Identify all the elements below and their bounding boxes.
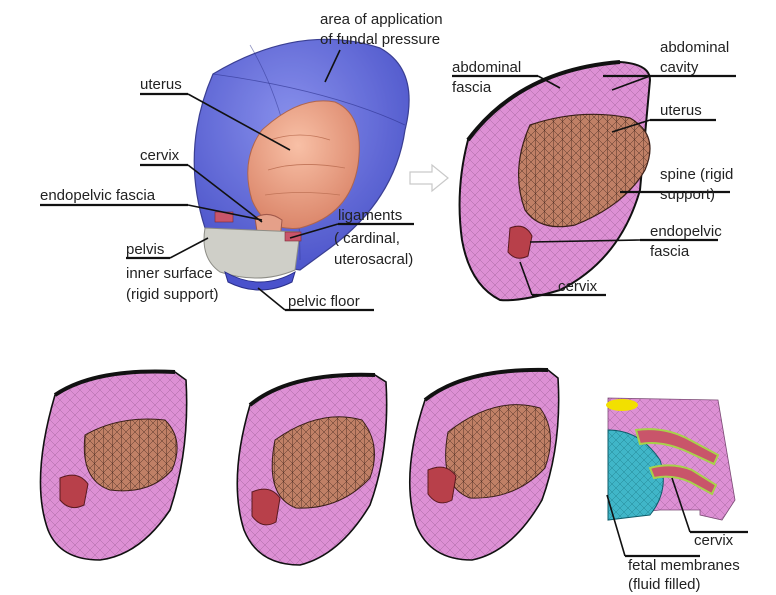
- label-fetal-membranes-1: fetal membranes: [628, 557, 740, 574]
- meshed-model: [460, 62, 650, 300]
- label-area-application-1: area of application: [320, 11, 443, 28]
- stage-3-model: [410, 370, 559, 560]
- label-ligaments-3: uterosacral): [334, 251, 413, 268]
- cross-section-closeup: [606, 398, 735, 520]
- label-abdominal-fascia-2: fascia: [452, 79, 492, 96]
- cervix-mesh: [508, 226, 532, 258]
- label-abdominal-cavity-1: abdominal: [660, 39, 729, 56]
- label-endopelvic-fascia-left: endopelvic fascia: [40, 187, 156, 204]
- label-ligaments-2: ( cardinal,: [334, 230, 400, 247]
- label-cervix-right: cervix: [558, 278, 598, 295]
- highlight-marker: [606, 399, 638, 411]
- label-cervix-bottom: cervix: [694, 532, 734, 549]
- label-endopelvic-right-1: endopelvic: [650, 223, 722, 240]
- stage-2-model: [237, 375, 386, 565]
- label-pelvis-2: inner surface: [126, 265, 213, 282]
- label-ligaments-1: ligaments: [338, 207, 402, 224]
- label-spine-2: support): [660, 186, 715, 203]
- label-pelvis-3: (rigid support): [126, 286, 219, 303]
- label-uterus-right: uterus: [660, 102, 702, 119]
- label-abdominal-fascia-1: abdominal: [452, 59, 521, 76]
- label-pelvis-1: pelvis: [126, 241, 164, 258]
- label-pelvic-floor: pelvic floor: [288, 293, 360, 310]
- label-endopelvic-right-2: fascia: [650, 243, 690, 260]
- label-uterus-left: uterus: [140, 76, 182, 93]
- stage-1-model: [40, 371, 186, 560]
- label-spine-1: spine (rigid: [660, 166, 733, 183]
- label-abdominal-cavity-2: cavity: [660, 59, 699, 76]
- label-fetal-membranes-2: (fluid filled): [628, 576, 701, 593]
- label-area-application-2: of fundal pressure: [320, 31, 440, 48]
- label-cervix-left: cervix: [140, 147, 180, 164]
- transition-arrow-icon: [410, 165, 448, 191]
